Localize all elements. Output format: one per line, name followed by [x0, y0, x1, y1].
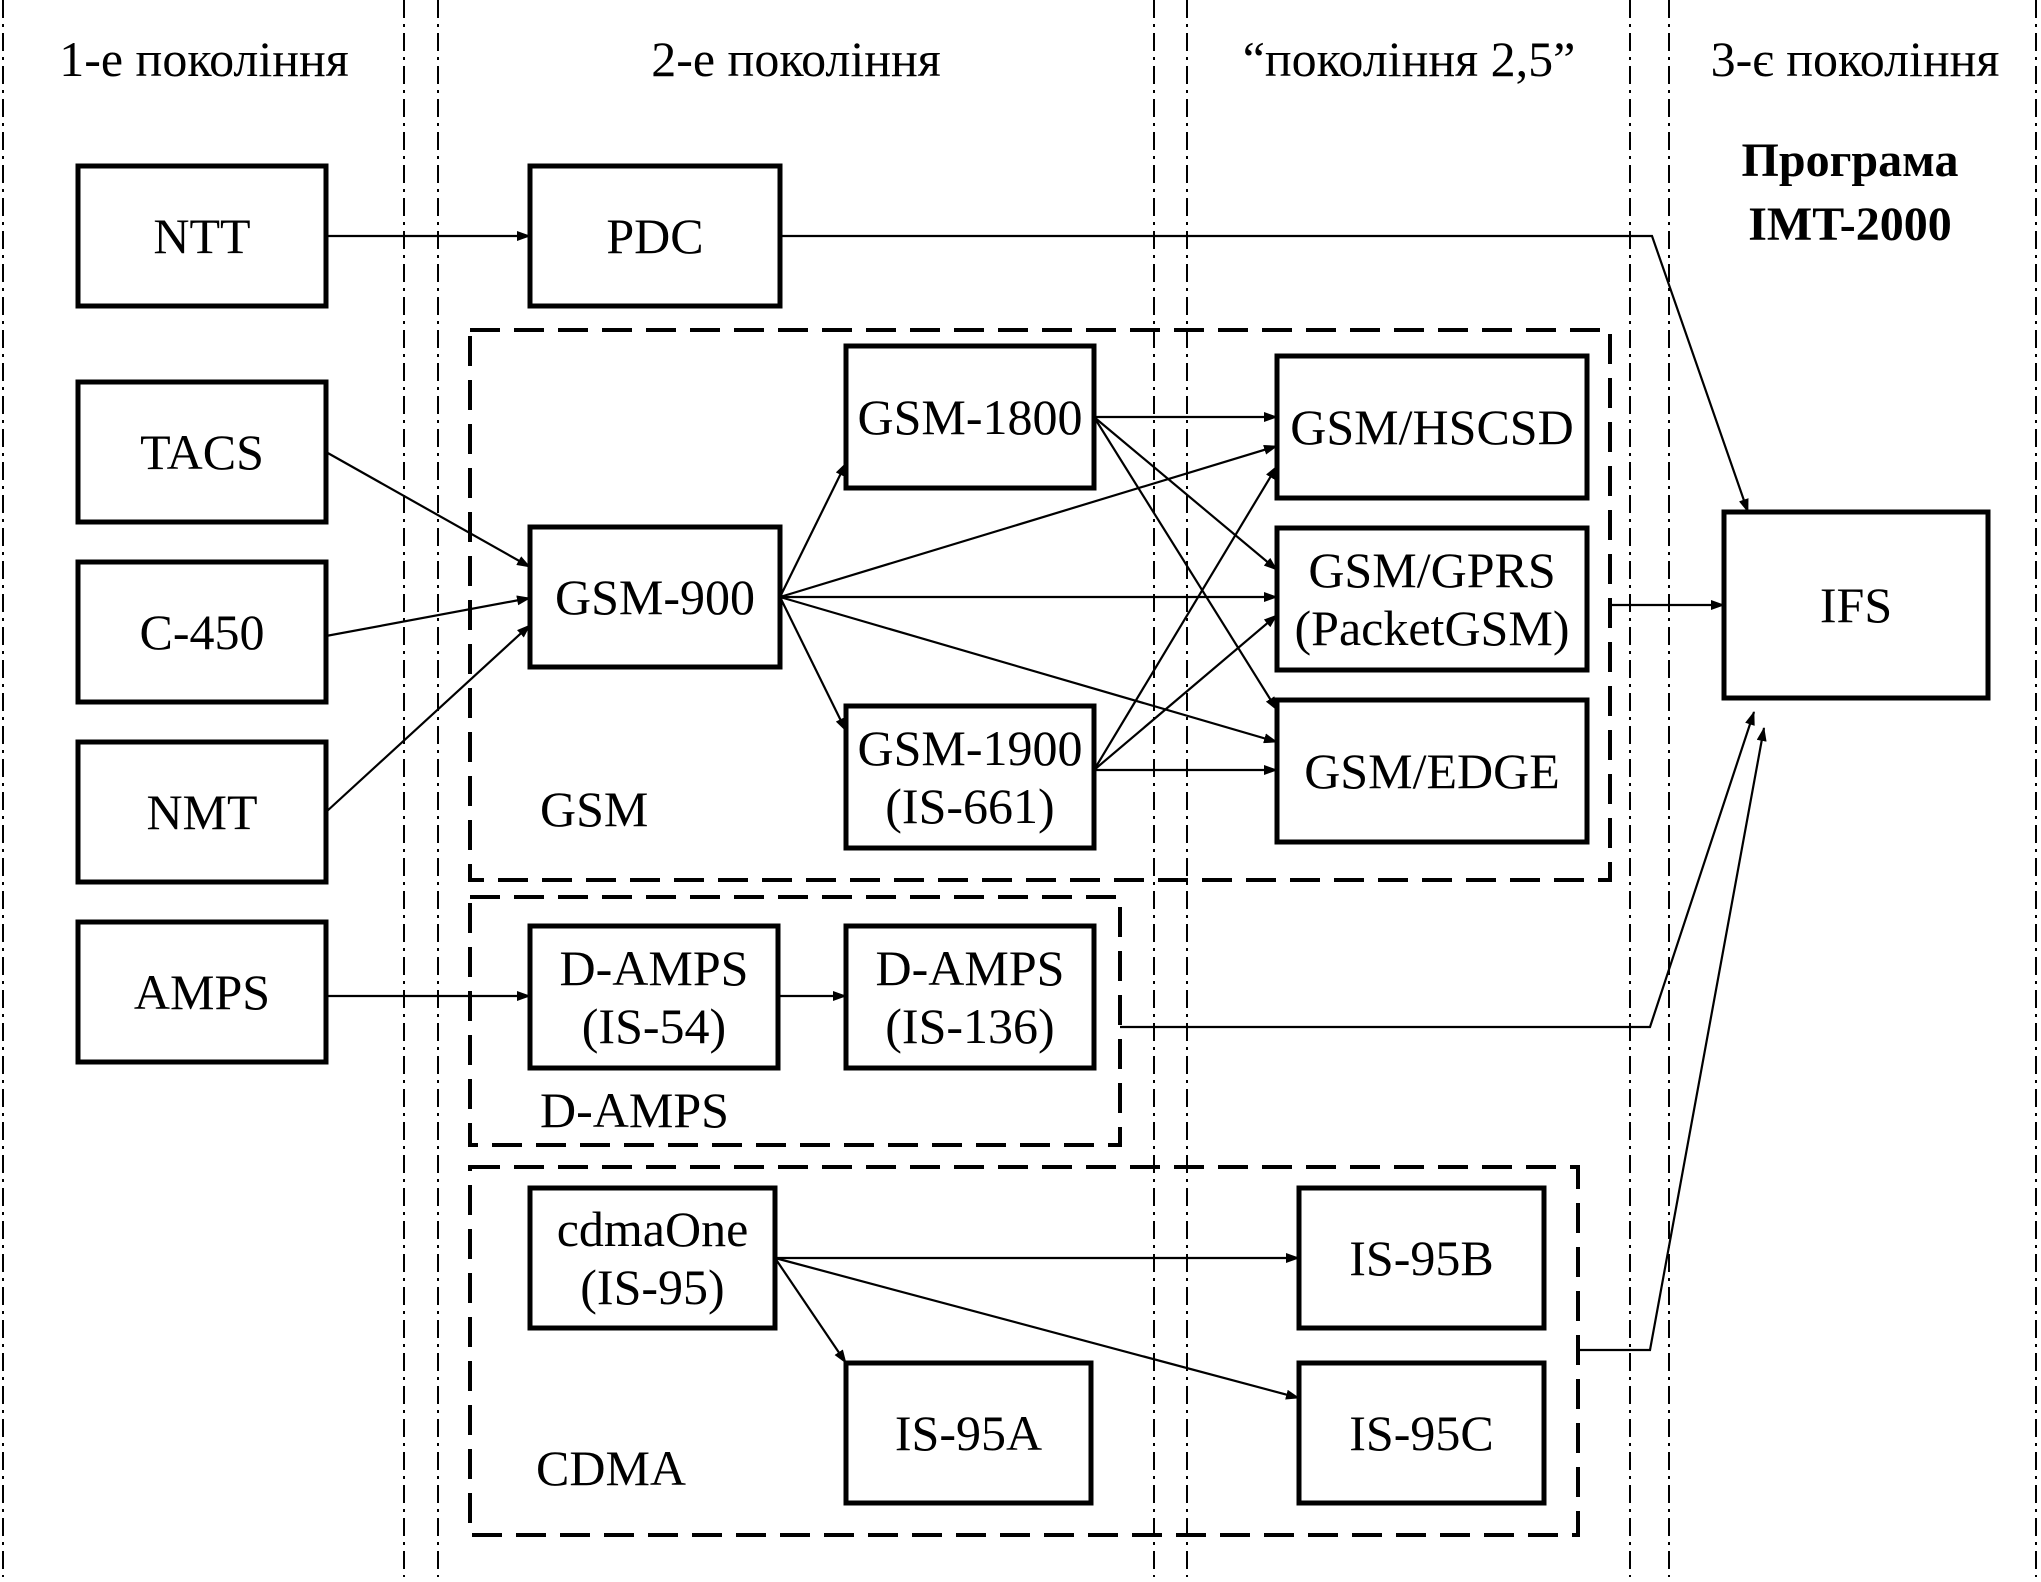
node-dampsis136-box	[843, 923, 1097, 1071]
edge-tacs-to-gsm900	[325, 451, 531, 568]
node-c450-label-0: C-450	[140, 604, 265, 660]
node-pdc: PDC	[527, 163, 783, 309]
node-gsm1900: GSM-1900(IS-661)	[843, 703, 1097, 851]
node-c450: C-450	[75, 559, 329, 705]
edge-gsm1900-to-gprs	[1093, 614, 1278, 771]
node-gsm1800: GSM-1800	[843, 343, 1097, 491]
edge-cdmaone-to-is95a	[774, 1257, 847, 1364]
node-edge-box	[1274, 697, 1590, 845]
node-gsm1900-box	[843, 703, 1097, 851]
edge-gsm1800-to-edge	[1093, 416, 1278, 711]
node-ntt-label-0: NTT	[153, 208, 250, 264]
node-edge: GSM/EDGE	[1274, 697, 1590, 845]
node-nmt-label-0: NMT	[146, 784, 257, 840]
node-nmt-box	[75, 739, 329, 885]
node-cdmaone: cdmaOne(IS-95)	[527, 1185, 778, 1331]
edge-cdma-group-to-ifs	[1578, 727, 1767, 1352]
node-gsm1900-label-0: GSM-1900	[857, 720, 1082, 776]
node-amps: AMPS	[75, 919, 329, 1065]
node-is95b-label-0: IS-95B	[1349, 1230, 1493, 1286]
program-title-line1: Програма	[1742, 134, 1959, 187]
edge-gsm1900-to-hscsd	[1093, 465, 1278, 771]
node-tacs-box	[75, 379, 329, 525]
node-ifs: IFS	[1721, 509, 1991, 701]
node-gprs: GSM/GPRS(PacketGSM)	[1274, 525, 1590, 673]
edges	[325, 231, 1767, 1400]
node-gsm1900-label-1: (IS-661)	[885, 778, 1054, 834]
node-is95b: IS-95B	[1296, 1185, 1547, 1331]
node-hscsd-box	[1274, 353, 1590, 501]
cdma-group-label: CDMA	[536, 1440, 686, 1496]
node-ifs-box	[1721, 509, 1991, 701]
gsm-group-label: GSM	[540, 781, 648, 837]
column-titles: 1-е покоління 2-е покоління “покоління 2…	[59, 31, 1999, 251]
column-title-gen25: “покоління 2,5”	[1243, 31, 1576, 87]
program-title-line2: IMT-2000	[1748, 198, 1952, 251]
node-ntt-box	[75, 163, 329, 309]
damps-group-label: D-AMPS	[540, 1082, 729, 1138]
node-ifs-label-0: IFS	[1820, 577, 1892, 633]
edge-nmt-to-gsm900	[325, 624, 531, 813]
node-dampsis54: D-AMPS(IS-54)	[527, 923, 781, 1071]
node-is95a: IS-95A	[843, 1360, 1094, 1506]
node-dampsis54-label-0: D-AMPS	[560, 940, 749, 996]
node-gprs-label-1: (PacketGSM)	[1295, 600, 1570, 656]
node-is95a-label-0: IS-95A	[895, 1405, 1042, 1461]
node-gsm900-label-0: GSM-900	[555, 569, 755, 625]
node-pdc-label-0: PDC	[606, 208, 703, 264]
node-ntt: NTT	[75, 163, 329, 309]
node-gsm900: GSM-900	[527, 524, 783, 670]
node-dampsis54-box	[527, 923, 781, 1071]
column-title-gen1: 1-е покоління	[59, 31, 349, 87]
node-dampsis136-label-0: D-AMPS	[876, 940, 1065, 996]
node-gprs-label-0: GSM/GPRS	[1308, 542, 1555, 598]
edge-gsm1800-to-gprs	[1093, 416, 1278, 571]
node-dampsis54-label-1: (IS-54)	[582, 998, 726, 1054]
node-amps-label-0: AMPS	[134, 964, 270, 1020]
node-tacs: TACS	[75, 379, 329, 525]
edge-cdmaone-to-is95c	[774, 1256, 1300, 1400]
node-hscsd-label-0: GSM/HSCSD	[1290, 399, 1573, 455]
node-cdmaone-label-1: (IS-95)	[580, 1259, 724, 1315]
node-tacs-label-0: TACS	[140, 424, 264, 480]
edge-gsm900-to-gsm1800	[779, 462, 847, 598]
node-gprs-box	[1274, 525, 1590, 673]
node-gsm900-box	[527, 524, 783, 670]
node-edge-label-0: GSM/EDGE	[1304, 743, 1560, 799]
node-is95c-box	[1296, 1360, 1547, 1506]
node-is95b-box	[1296, 1185, 1547, 1331]
node-nmt: NMT	[75, 739, 329, 885]
node-is95c-label-0: IS-95C	[1349, 1405, 1493, 1461]
edge-gsm900-to-gsm1900	[779, 596, 847, 732]
node-is95a-box	[843, 1360, 1094, 1506]
node-c450-box	[75, 559, 329, 705]
node-gsm1800-box	[843, 343, 1097, 491]
node-cdmaone-label-0: cdmaOne	[557, 1201, 749, 1257]
node-pdc-box	[527, 163, 783, 309]
node-is95c: IS-95C	[1296, 1360, 1547, 1506]
node-cdmaone-box	[527, 1185, 778, 1331]
damps-group-frame	[468, 895, 1122, 1147]
node-hscsd: GSM/HSCSD	[1274, 353, 1590, 501]
node-dampsis136: D-AMPS(IS-136)	[843, 923, 1097, 1071]
edge-damps-group-to-ifs	[1120, 711, 1756, 1029]
node-dampsis136-label-1: (IS-136)	[885, 998, 1054, 1054]
node-gsm1800-label-0: GSM-1800	[857, 389, 1082, 445]
column-title-gen2: 2-е покоління	[651, 31, 941, 87]
edge-pdc-to-ifs	[780, 234, 1750, 513]
edge-gsm900-to-hscsd	[779, 444, 1278, 599]
edge-gsm900-to-edge	[779, 595, 1278, 744]
column-title-gen3: 3-є покоління	[1711, 31, 2000, 87]
edge-c450-to-gsm900	[325, 595, 531, 638]
node-amps-box	[75, 919, 329, 1065]
